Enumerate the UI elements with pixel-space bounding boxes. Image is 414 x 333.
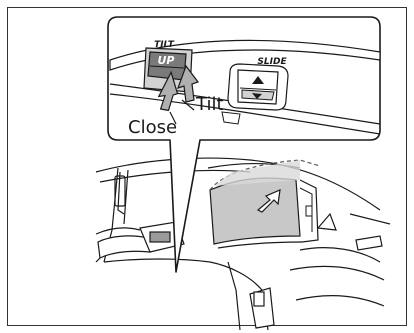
up-button-label: UP: [158, 54, 175, 67]
tilt-up-button[interactable]: UP: [148, 52, 186, 80]
slide-close-button[interactable]: [242, 90, 274, 100]
tilt-callout-label: Tilt: [195, 94, 224, 115]
close-callout-label: Close: [128, 117, 177, 138]
